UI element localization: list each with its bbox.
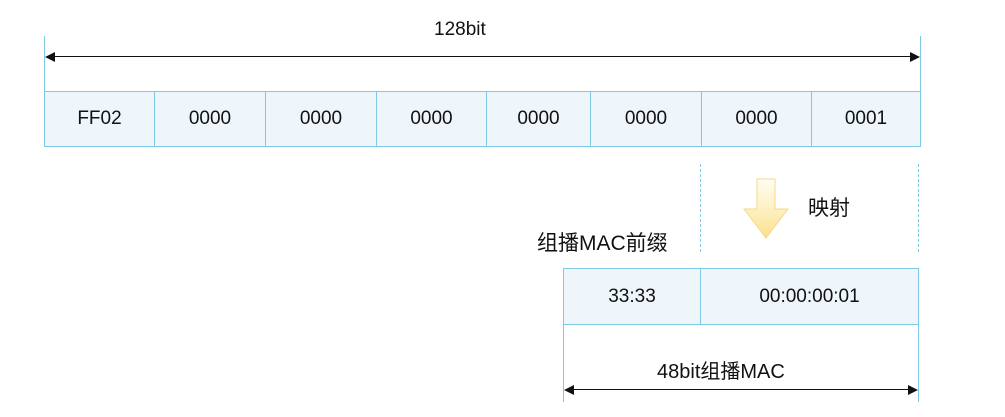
ipv6-field: 0001 [844, 108, 888, 129]
mac-prefix-label: 组播MAC前缀 [537, 232, 668, 255]
top-dimension-right-arrowhead [910, 52, 920, 62]
top-dimension-right-tick [920, 36, 921, 92]
bottom-dimension-right-tick [918, 324, 919, 402]
mapping-guide-right [918, 164, 919, 252]
mapping-guide-left [700, 164, 701, 252]
top-span-label: 128bit [434, 19, 486, 40]
top-dimension-left-arrowhead [45, 52, 55, 62]
bottom-dimension-left-arrowhead [564, 385, 574, 395]
bottom-dimension-line [569, 389, 912, 390]
bottom-dimension-left-tick [563, 324, 564, 402]
ipv6-field: 0000 [266, 92, 377, 146]
top-dimension-left-tick [44, 36, 45, 92]
down-arrow-icon [742, 178, 790, 239]
mac-address-row: 33:33 00:00:00:01 [563, 268, 919, 325]
mac-prefix-field: 33:33 [564, 269, 701, 324]
ipv6-address-row: FF02 0000 0000 0000 0000 0000 0000 0001 [44, 91, 921, 147]
mapping-label: 映射 [808, 197, 850, 220]
ipv6-field: 0000 [155, 92, 266, 146]
bottom-span-label: 48bit组播MAC [657, 361, 785, 383]
ipv6-field: FF02 [45, 92, 155, 146]
ipv6-field: 0000 [487, 92, 591, 146]
ipv6-field: 0000 [591, 92, 702, 146]
mac-suffix-field: 00:00:00:01 [759, 285, 860, 307]
ipv6-field: 0000 [702, 92, 812, 146]
top-dimension-line [50, 56, 914, 57]
bottom-dimension-right-arrowhead [908, 385, 918, 395]
ipv6-field: 0000 [377, 92, 487, 146]
